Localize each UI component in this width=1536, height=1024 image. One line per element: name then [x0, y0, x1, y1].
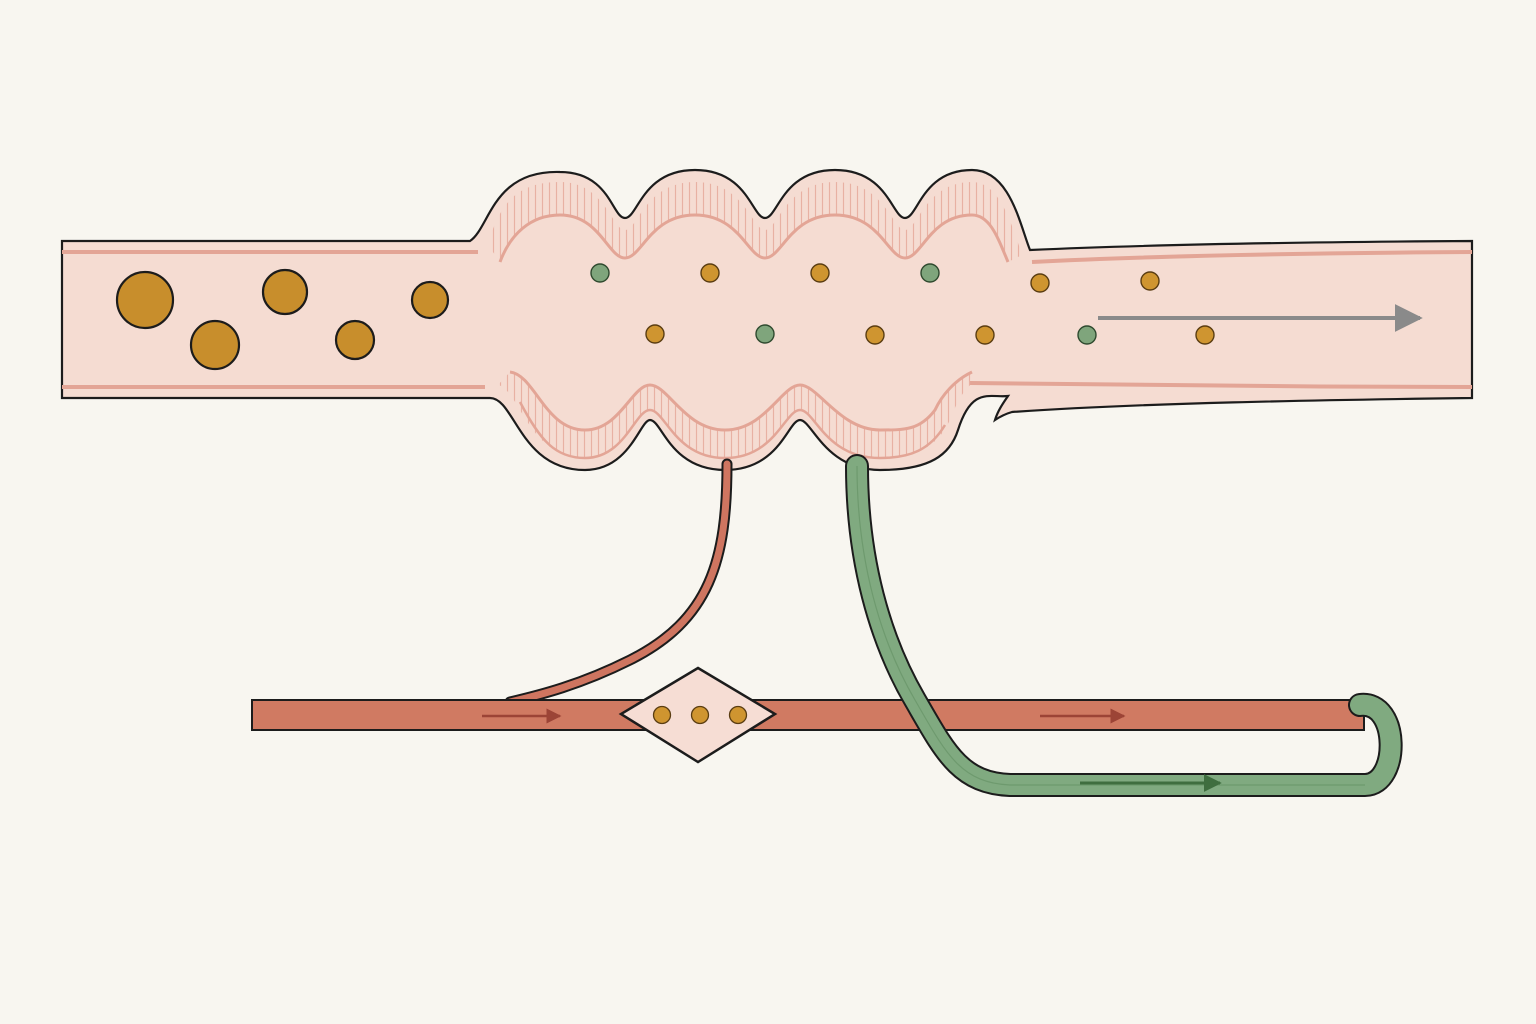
small-particle-gold — [810, 263, 830, 283]
large-particles — [115, 268, 450, 371]
small-particle-green — [590, 263, 610, 283]
small-particle-gold — [1030, 273, 1050, 293]
green-vessel — [845, 454, 1403, 797]
red-branch — [506, 460, 731, 706]
red-vessel — [251, 458, 1365, 731]
small-particle-gold — [1195, 325, 1215, 345]
small-particle-gold — [645, 324, 665, 344]
tube-lining-bottom-right — [969, 381, 1473, 389]
villi-edge-bottom — [509, 370, 973, 432]
small-particle-green — [920, 263, 940, 283]
large-particle — [115, 270, 175, 330]
villi-inner-edge-bottom — [518, 401, 947, 460]
large-particle — [261, 268, 309, 316]
small-particle-gold — [975, 325, 995, 345]
diamond-node-icon — [618, 666, 778, 764]
tube-wall — [60, 168, 1474, 472]
villi-edge-top — [498, 213, 1010, 263]
diamond-particle — [652, 705, 672, 725]
small-particle-green — [755, 324, 775, 344]
villi-band-bottom — [498, 372, 975, 458]
small-particle-gold — [865, 325, 885, 345]
green-vessel-core — [856, 465, 1365, 786]
small-particle-gold — [700, 263, 720, 283]
intestinal-tube — [60, 168, 1474, 472]
large-particle — [334, 319, 376, 361]
small-particle-gold — [1140, 271, 1160, 291]
small-particles — [590, 263, 1215, 345]
large-particle — [410, 280, 450, 320]
diamond-particle — [728, 705, 748, 725]
small-particle-green — [1077, 325, 1097, 345]
tube-lining-top-right — [1031, 250, 1473, 264]
villi-band-top — [488, 182, 1022, 262]
large-particle — [189, 319, 241, 371]
diamond-particle — [690, 705, 710, 725]
red-main-vessel — [251, 699, 1365, 731]
